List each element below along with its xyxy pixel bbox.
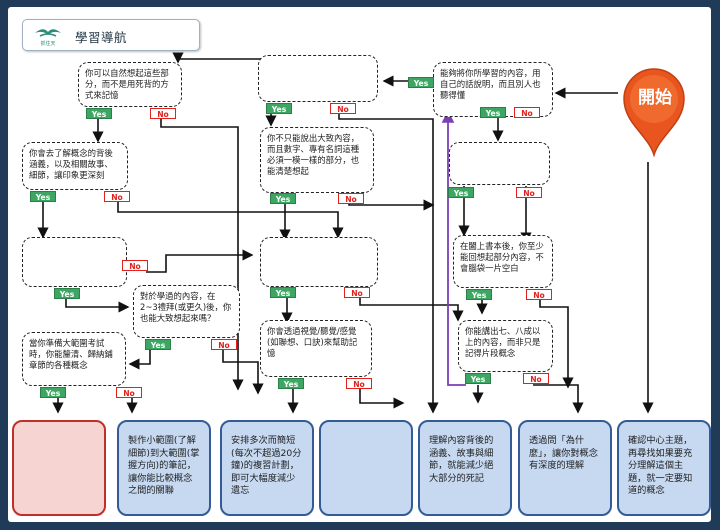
result-box-4: [319, 420, 413, 516]
result-box-7: 確認中心主題，再尋找如果要充分理解這個主題，就一定要知道的概念: [617, 420, 711, 516]
result-box-2: 製作小範圍(了解細節)到大範圍(掌握方向)的筆記，讓你能比較概念之間的關聯: [117, 420, 211, 516]
question-box-4: 你不只能說出大致內容，而且數字、專有名詞這種必須一模一樣的部分，也能清楚想起: [260, 127, 374, 193]
arrow-q10-yes: [128, 349, 151, 370]
question-text-6: 你會去了解概念的背後涵義，以及相關故事、細節，讓印象更深刻: [29, 148, 113, 180]
question-box-10: 對於學過的內容，在2~3禮拜(或更久)後，你也能大致想起來嗎？: [133, 285, 240, 338]
question-text-12: 你會透過視覺/聽覺/感覺(如聯想、口訣)來幫助記憶: [267, 326, 358, 358]
arrow-q6-no: [117, 199, 344, 239]
question-box-2: [449, 142, 550, 185]
no-label-q3: No: [150, 108, 176, 119]
no-label-q8: No: [122, 260, 148, 271]
question-text-1: 能夠將你所學習的內容，用自己的話說明，而且別人也聽得懂: [440, 68, 541, 100]
yes-label-q6: Yes: [30, 191, 56, 202]
question-text-13: 當你準備大範圍考試時，你能釐清、歸納鋪章節的各種概念: [29, 338, 113, 370]
question-text-3: 你可以自然想起這些部分，而不是用死背的方式來記憶: [85, 68, 169, 100]
result-box-1: [12, 420, 106, 516]
yes-label-q1b: Yes: [480, 107, 506, 118]
no-label-q2: No: [516, 187, 542, 198]
question-text-10: 對於學過的內容，在2~3禮拜(或更久)後，你也能大致想起來嗎？: [140, 291, 232, 323]
no-label-q10: No: [211, 339, 237, 350]
logo-icon: 抓住天: [35, 29, 61, 47]
no-label-q5: No: [330, 103, 356, 114]
yes-label-q13: Yes: [40, 387, 66, 398]
arrow-q8-no: [146, 249, 254, 273]
yes-label-q11: Yes: [465, 373, 491, 384]
yes-label-q7: Yes: [466, 289, 492, 300]
question-box-11: 你能講出七、八成以上的內容，而非只是記得片段概念: [458, 320, 553, 372]
yes-label-q3: Yes: [86, 108, 112, 119]
yes-label-q2: Yes: [448, 187, 474, 198]
yes-label-q10: Yes: [145, 339, 171, 350]
arrow-q9-no: [359, 295, 464, 322]
question-text-4: 你不只能說出大致內容，而且數字、專有名詞這種必須一模一樣的部分，也能清楚想起: [267, 133, 360, 176]
result-text-2: 製作小範圍(了解細節)到大範圍(掌握方向)的筆記，讓你能比較概念之間的關聯: [128, 435, 200, 496]
yes-label-q4: Yes: [270, 193, 296, 204]
question-box-3: 你可以自然想起這些部分，而不是用死背的方式來記憶: [78, 62, 182, 107]
no-label-q1: No: [514, 107, 540, 118]
no-label-q7: No: [526, 289, 552, 300]
flowchart-canvas: 抓住天 學習導航: [8, 7, 711, 522]
yes-label-q9: Yes: [270, 287, 296, 298]
no-label-q12: No: [346, 378, 372, 389]
question-box-12: 你會透過視覺/聽覺/感覺(如聯想、口訣)來幫助記憶: [260, 320, 372, 377]
question-box-7: 在闔上書本後，你至少能回想起部分內容，不會腦袋一片空白: [453, 235, 553, 288]
yes-label-q1: Yes: [408, 77, 434, 88]
result-box-3: 安排多次而簡短(每次不超過20分鐘)的複習計劃，即可大幅度減少遺忘: [220, 420, 314, 516]
no-label-q9: No: [344, 287, 370, 298]
no-label-q4: No: [338, 193, 364, 204]
arrow-q4-yes-a: [172, 52, 270, 64]
result-text-7: 確認中心主題，再尋找如果要充分理解這個主題，就一定要知道的概念: [628, 435, 693, 496]
no-label-q13: No: [116, 387, 142, 398]
question-box-6: 你會去了解概念的背後涵義，以及相關故事、細節，讓印象更深刻: [22, 142, 128, 190]
yes-label-q5: Yes: [266, 103, 292, 114]
yes-label-q12: Yes: [278, 378, 304, 389]
result-text-5: 理解內容背後的涵義、故事與細節，就能減少絕大部分的死記: [429, 435, 494, 484]
arrow-q8-yes: [65, 297, 130, 313]
no-label-q6: No: [104, 191, 130, 202]
question-box-8: [22, 237, 127, 287]
arrow-q14-no: [533, 384, 584, 414]
arrow-q12-no: [359, 387, 405, 409]
question-box-9: [260, 237, 378, 287]
question-text-11: 你能講出七、八成以上的內容，而非只是記得片段概念: [465, 326, 541, 358]
start-label: 開始: [638, 88, 672, 108]
no-label-q11: No: [523, 373, 549, 384]
arrow-q11-no: [539, 297, 574, 389]
arrow-purple-loop: [441, 110, 466, 386]
result-box-6: 透過問「為什麼」，讓你對概念有深度的理解: [518, 420, 612, 516]
question-box-13: 當你準備大範圍考試時，你能釐清、歸納鋪章節的各種概念: [22, 332, 126, 386]
result-text-6: 透過問「為什麼」，讓你對概念有深度的理解: [529, 435, 598, 471]
logo-text: 抓住天: [40, 40, 55, 47]
page-title: 學習導航: [75, 30, 128, 45]
arrow-q3-no: [160, 118, 244, 391]
result-box-5: 理解內容背後的涵義、故事與細節，就能減少絕大部分的死記: [418, 420, 512, 516]
arrow-q10-no: [222, 349, 264, 395]
result-text-3: 安排多次而簡短(每次不超過20分鐘)的複習計劃，即可大幅度減少遺忘: [231, 435, 302, 496]
header-box: 抓住天 學習導航: [22, 19, 200, 51]
question-text-7: 在闔上書本後，你至少能回想起部分內容，不會腦袋一片空白: [460, 241, 544, 273]
arrow-q5-no: [338, 111, 439, 414]
yes-label-q8: Yes: [54, 288, 80, 299]
map-pin-icon: [623, 68, 685, 157]
question-box-5: [258, 55, 378, 102]
